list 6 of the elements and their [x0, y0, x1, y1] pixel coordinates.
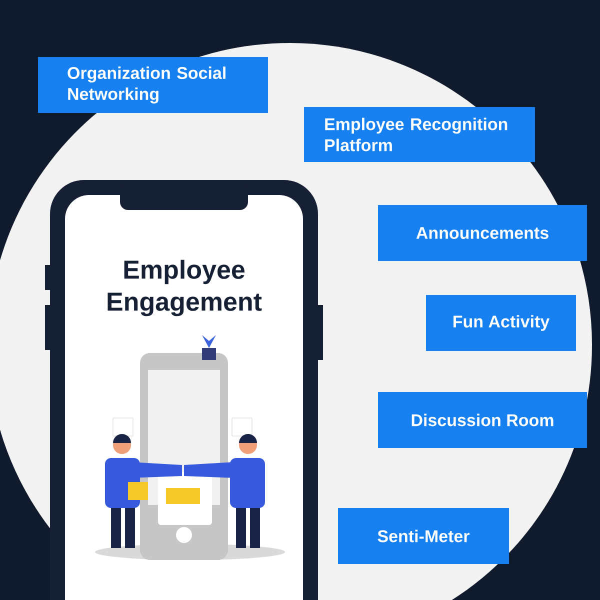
feature-box: Fun Activity	[426, 295, 576, 351]
feature-box: Announcements	[378, 205, 587, 261]
feature-box: Senti-Meter	[338, 508, 509, 564]
feature-box: Organization Social Networking	[38, 57, 268, 113]
feature-box: Employee Recognition Platform	[304, 107, 535, 162]
feature-box: Discussion Room	[378, 392, 587, 448]
